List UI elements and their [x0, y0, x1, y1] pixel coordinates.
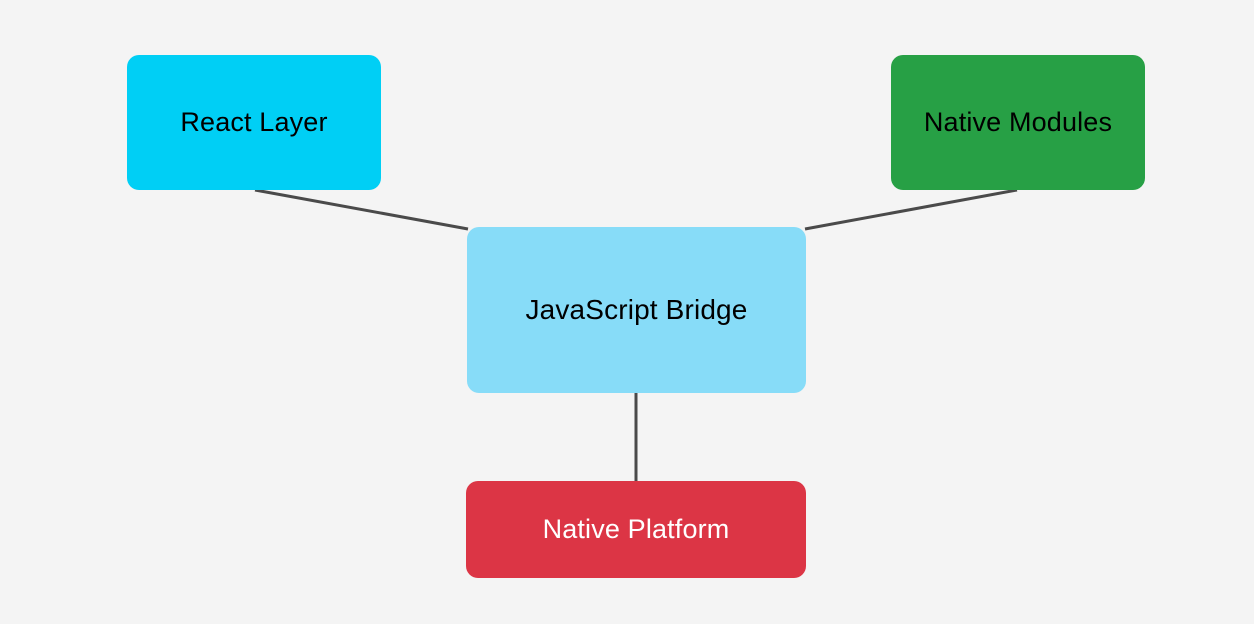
- node-react-layer[interactable]: React Layer: [127, 55, 381, 190]
- node-react-layer-label: React Layer: [180, 107, 328, 138]
- node-javascript-bridge[interactable]: JavaScript Bridge: [467, 227, 806, 393]
- edge-native-modules-to-javascript-bridge: [804, 188, 1018, 231]
- node-native-modules[interactable]: Native Modules: [891, 55, 1145, 190]
- node-native-platform-label: Native Platform: [542, 514, 730, 545]
- node-javascript-bridge-label: JavaScript Bridge: [525, 294, 748, 326]
- edge-react-layer-to-javascript-bridge: [254, 188, 469, 231]
- node-native-platform[interactable]: Native Platform: [466, 481, 806, 578]
- node-native-modules-label: Native Modules: [923, 107, 1113, 138]
